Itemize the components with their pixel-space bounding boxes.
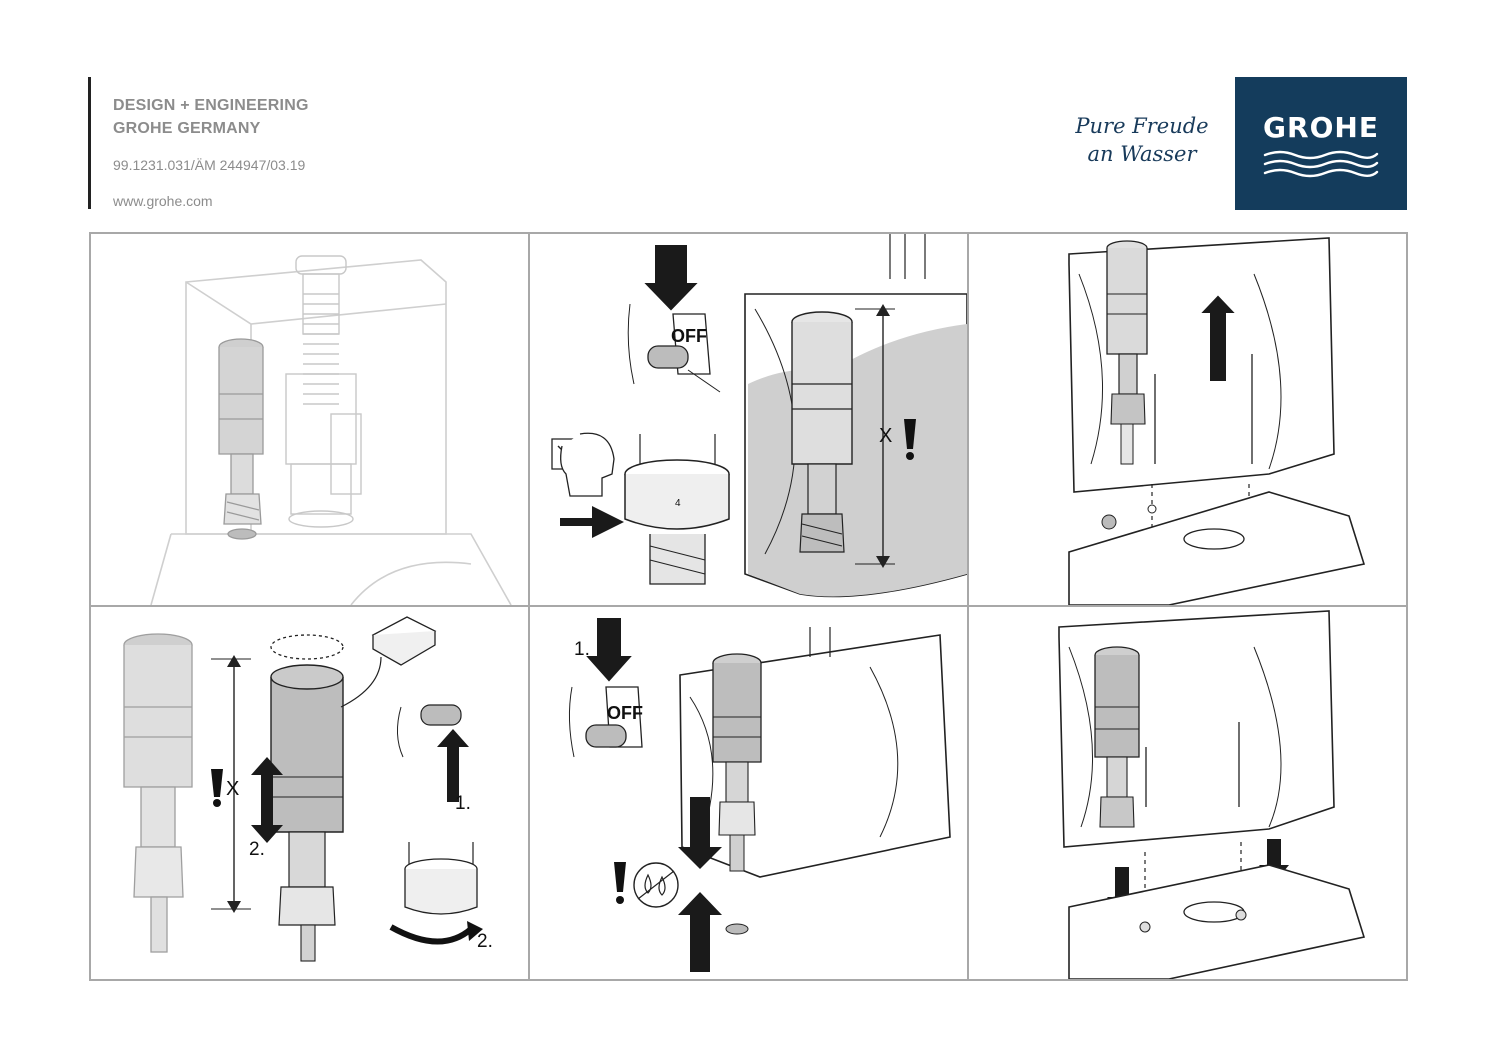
panel-2-off-label: OFF: [671, 326, 707, 346]
panel-4-dimension-x: X: [226, 778, 239, 800]
tank-lift-illustration: [1068, 237, 1366, 605]
panel-3-remove-tank: [967, 232, 1408, 607]
logo-wordmark: GROHE: [1263, 111, 1379, 144]
grohe-logo: GROHE: [1235, 77, 1407, 210]
header-divider: [88, 77, 91, 209]
logo-waves-icon: [1263, 150, 1379, 178]
panel-5-install-valve: 1. OFF: [528, 605, 969, 981]
instruction-grid: X OFF 4: [89, 232, 1408, 981]
panel-6-refit-tank: [967, 605, 1408, 981]
valve-install-illustration: 1. OFF: [568, 616, 951, 972]
height-adjust-illustration: X 2. 1. 2.: [123, 616, 493, 962]
water-level-illustration: X OFF 4: [551, 234, 967, 598]
panel-4-step-2b: 2.: [477, 931, 493, 952]
brand-slogan: Pure Freude an Wasser: [1062, 112, 1222, 168]
panel-5-off-label: OFF: [607, 703, 643, 723]
cistern-overview-illustration: [150, 255, 512, 605]
panel-4-adjust-height: X 2. 1. 2.: [89, 605, 530, 981]
slogan-line-2: an Wasser: [1087, 142, 1197, 166]
header-line-company: GROHE GERMANY: [113, 120, 261, 137]
tank-refit-illustration: [1058, 610, 1366, 979]
panel-5-step-1: 1.: [574, 639, 590, 660]
slogan-line-1: Pure Freude: [1075, 114, 1209, 138]
website-url[interactable]: www.grohe.com: [113, 193, 213, 209]
panel-2-dimension-x: X: [879, 425, 892, 447]
panel-2-water-level: X OFF 4: [528, 232, 969, 607]
panel-1-overview: [89, 232, 530, 607]
document-number: 99.1231.031/ÄM 244947/03.19: [113, 157, 306, 173]
panel-4-step-1: 1.: [455, 793, 471, 814]
panel-2-ring-mark: 4: [675, 498, 681, 509]
panel-4-step-2a: 2.: [249, 839, 265, 860]
header-line-design: DESIGN + ENGINEERING: [113, 97, 309, 114]
